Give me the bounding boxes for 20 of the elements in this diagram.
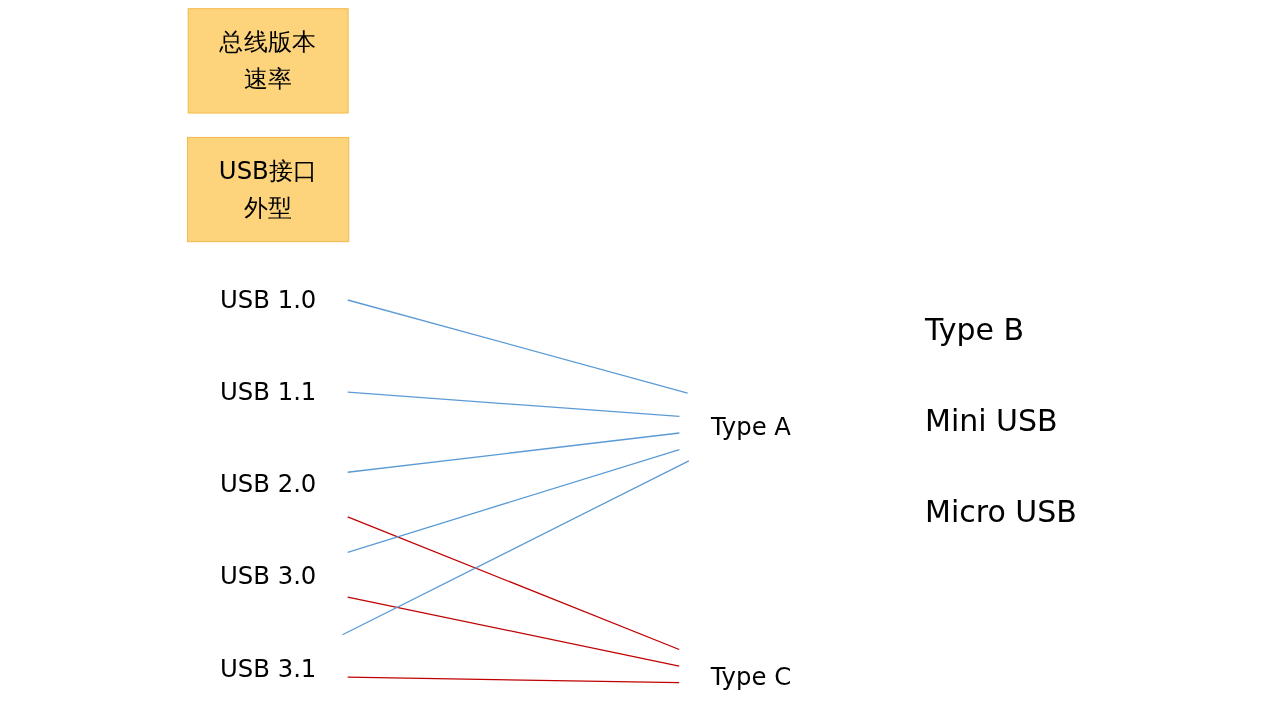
node-box: USB接口 外型 [187,136,350,243]
label-text: Type B [925,311,1025,347]
connector [347,448,681,553]
node-box: 总线版本 速率 [187,8,349,114]
node-text: Type C [710,662,792,692]
node-text: Type A [710,412,792,441]
connector [347,391,681,418]
node-text: USB 3.1 [219,653,317,683]
label-text: Micro USB [925,493,1077,529]
node-text: USB 2.0 [219,469,317,499]
label-text: Mini USB [925,402,1058,438]
node-text: USB 1.1 [219,377,317,407]
node-text: USB 1.0 [219,285,317,314]
connector [347,676,680,684]
connector [341,460,690,636]
connector [347,516,680,651]
connector [347,596,680,667]
connector [347,299,689,394]
node-text: USB 3.0 [219,561,317,591]
connector [347,432,681,473]
